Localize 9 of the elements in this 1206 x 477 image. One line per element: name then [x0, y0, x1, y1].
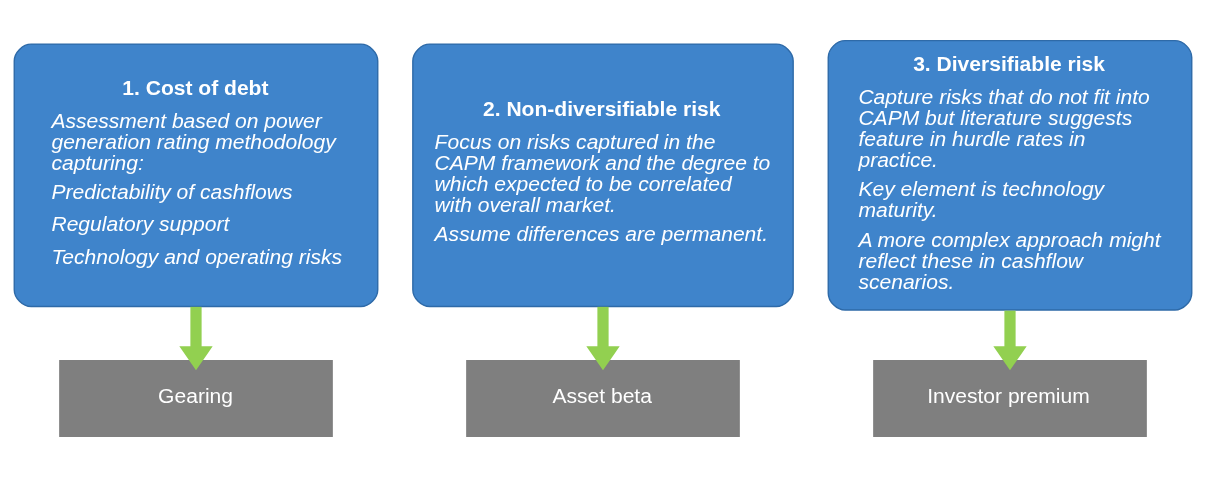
node-box: 1. Cost of debt Assessment based on power generation rating methodology capturing: Predictability of cashflows Regulatory support Technology and operating risks: [13, 43, 379, 308]
node-box: Investor premium: [873, 359, 1147, 438]
arrow: [993, 310, 1027, 371]
node-box: Asset beta: [466, 359, 740, 438]
node-box: 2. Non-diversifiable risk Focus on risks captured in the CAPM framework and the degree to which expected to be correlated with overall market. Assume differences are permanent.: [412, 43, 794, 308]
node-box: Gearing: [59, 359, 333, 438]
arrow: [586, 306, 620, 371]
node-box: 3. Diversifiable risk Capture risks that do not fit into CAPM but literature suggests feature in hurdle rates in practice. Key element is technology maturity. A more complex approach might reflect these in cashflow scenarios.: [827, 39, 1193, 311]
arrow: [179, 306, 213, 371]
